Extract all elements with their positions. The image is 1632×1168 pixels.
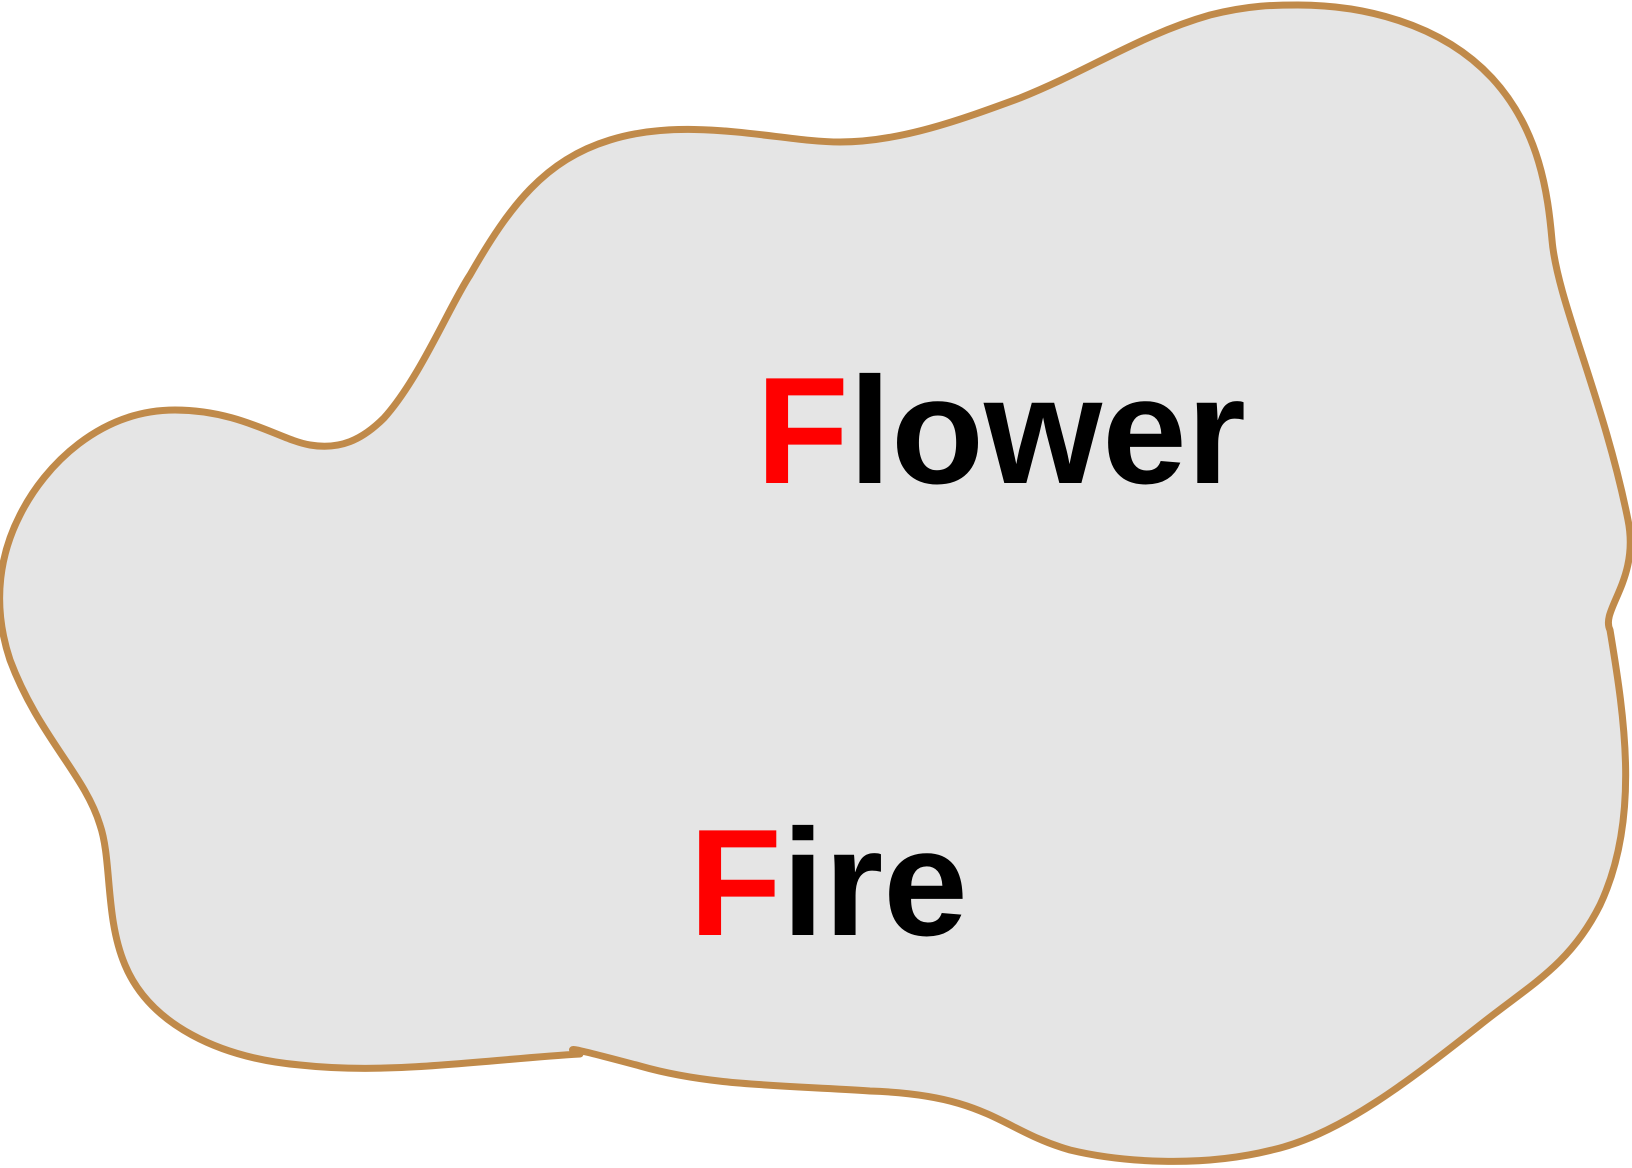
word-fire-rest: ire [781,798,968,968]
word-flower-rest: lower [848,346,1246,516]
word-flower: Flower [756,355,1246,507]
word-flower-first-letter: F [756,346,849,516]
word-fire-first-letter: F [689,798,782,968]
word-fire: Fire [689,807,968,959]
